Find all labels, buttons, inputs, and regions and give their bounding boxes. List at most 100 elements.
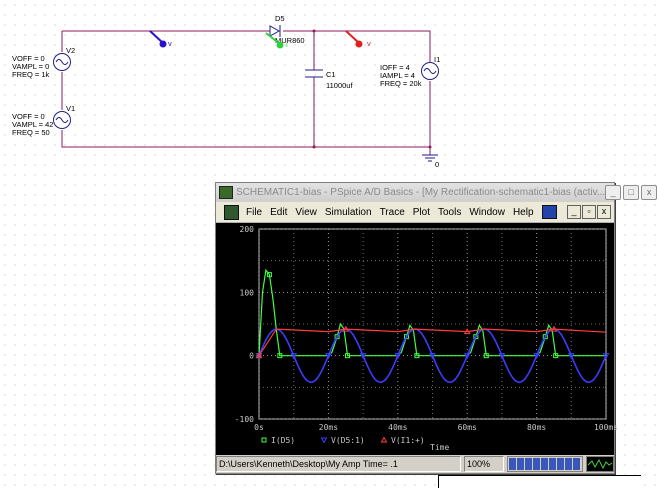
v2-source[interactable]: V2 VOFF = 0 VAMPL = 0 FREQ = 1k <box>12 46 75 79</box>
legend-marker <box>380 436 388 443</box>
voltage-marker-blue[interactable]: v <box>149 30 172 48</box>
menu-simulation[interactable]: Simulation <box>324 206 372 218</box>
x-tick-label: 80ms <box>527 423 546 432</box>
trace-marker <box>463 328 471 335</box>
i1-label: I1 <box>434 55 440 64</box>
trace-marker <box>266 272 272 278</box>
progress-segment <box>541 458 548 470</box>
menu-edit[interactable]: Edit <box>270 206 288 218</box>
minimize-button[interactable]: _ <box>605 184 622 200</box>
x-tick-label: 0s <box>254 423 264 432</box>
schematic-canvas[interactable]: V2 VOFF = 0 VAMPL = 0 FREQ = 1k V1 VOFF … <box>0 0 640 190</box>
trace-marker <box>567 353 575 360</box>
trace-marker <box>429 353 436 360</box>
menu-trace[interactable]: Trace <box>379 206 405 218</box>
trace-marker <box>394 353 402 360</box>
legend-marker <box>320 437 328 444</box>
menu-tools[interactable]: Tools <box>438 206 462 218</box>
v1-label: V1 <box>66 104 75 113</box>
i1-source[interactable]: I1 IOFF = 4 IAMPL = 4 FREQ = 20k <box>380 55 440 88</box>
help-context-icon[interactable] <box>541 205 557 219</box>
progress-segment <box>549 458 556 470</box>
legend-entry: V(I1:+) <box>391 436 425 445</box>
trace-marker <box>414 353 420 359</box>
d5-model: MUR860 <box>275 36 305 45</box>
v1-source[interactable]: V1 VOFF = 0 VAMPL = 42 FREQ = 50 <box>12 104 75 137</box>
y-tick-label: -100 <box>235 415 254 424</box>
c1-capacitor[interactable]: C1 11000uf <box>305 69 353 90</box>
trace-marker <box>325 353 332 360</box>
legend-entry: I(D5) <box>271 436 295 445</box>
menu-bar: File Edit View Simulation Trace Plot Too… <box>216 202 614 223</box>
i1-param: FREQ = 20k <box>380 79 422 88</box>
menu-window[interactable]: Window <box>469 206 505 218</box>
trace-marker <box>553 353 559 359</box>
close-button[interactable]: x <box>641 184 657 200</box>
trace-marker <box>542 334 548 340</box>
menu-help[interactable]: Help <box>512 206 534 218</box>
status-path-text: D:\Users\Kenneth\Desktop\My Amp <box>219 459 361 469</box>
document-icon[interactable] <box>224 204 239 220</box>
menu-plot[interactable]: Plot <box>412 206 430 218</box>
d5-label: D5 <box>275 14 285 23</box>
legend-entry: V(D5:1) <box>331 436 365 445</box>
progress-segment <box>573 458 580 470</box>
mdi-controls: _ ▫ x <box>566 205 611 219</box>
trace-marker <box>473 334 479 340</box>
marker-label: v <box>367 39 371 48</box>
y-tick-label: 200 <box>240 225 255 234</box>
i1-param: IAMPL = 4 <box>380 71 415 80</box>
mdi-restore-button[interactable]: ▫ <box>582 205 596 219</box>
menu-view[interactable]: View <box>295 206 317 218</box>
v1-param: VOFF = 0 <box>12 112 45 121</box>
mdi-minimize-button[interactable]: _ <box>567 205 581 219</box>
marker-label: v <box>168 39 172 48</box>
current-marker-green[interactable]: i <box>265 32 288 49</box>
trace-marker <box>463 353 471 360</box>
mdi-close-button[interactable]: x <box>597 205 611 219</box>
pspice-app-icon[interactable] <box>219 185 233 199</box>
v2-param: VOFF = 0 <box>12 54 45 63</box>
x-tick-label: 20ms <box>319 423 338 432</box>
menu-file[interactable]: File <box>246 206 263 218</box>
v2-param: VAMPL = 0 <box>12 62 49 71</box>
trace-marker <box>403 334 409 340</box>
x-tick-label: 40ms <box>388 423 407 432</box>
plot-legend[interactable]: I(D5) V(D5:1) V(I1:+) <box>261 436 425 445</box>
trace-line <box>258 328 607 357</box>
c1-value: 11000uf <box>326 81 353 90</box>
trace-marker <box>550 325 558 332</box>
ground-label: 0 <box>435 160 439 169</box>
x-axis-label: Time <box>430 443 449 452</box>
x-tick-label: 100ms <box>594 423 618 432</box>
status-bar: D:\Users\Kenneth\Desktop\My Amp Time= .1… <box>216 455 614 473</box>
wires <box>61 30 431 155</box>
trace-marker <box>255 352 263 359</box>
v1-param: VAMPL = 42 <box>12 120 53 129</box>
progress-segment <box>509 458 516 470</box>
trace-marker <box>277 353 283 359</box>
status-time: Time= .1 <box>362 459 398 469</box>
trace-line <box>258 328 607 384</box>
trace-marker <box>334 334 340 340</box>
title-bar[interactable]: SCHEMATIC1-bias - PSpice A/D Basics - [M… <box>216 183 657 201</box>
y-tick-label: 100 <box>240 288 255 297</box>
ground-symbol[interactable]: 0 <box>422 154 439 169</box>
maximize-button[interactable]: □ <box>623 184 640 200</box>
legend-marker <box>261 437 267 443</box>
trace-marker <box>498 353 506 360</box>
plot-traces <box>255 268 610 384</box>
v1-param: FREQ = 50 <box>12 128 50 137</box>
x-tick-label: 60ms <box>458 423 477 432</box>
waveform-status-icon <box>586 456 614 472</box>
pspice-window[interactable]: SCHEMATIC1-bias - PSpice A/D Basics - [M… <box>215 182 657 474</box>
trace-marker <box>290 353 298 360</box>
d5-diode[interactable]: D5 MUR860 <box>269 14 305 45</box>
trace-marker <box>533 353 540 360</box>
i1-param: IOFF = 4 <box>380 63 410 72</box>
voltage-marker-red[interactable]: v <box>345 30 371 48</box>
progress-segment <box>525 458 532 470</box>
trace-marker <box>359 353 367 360</box>
